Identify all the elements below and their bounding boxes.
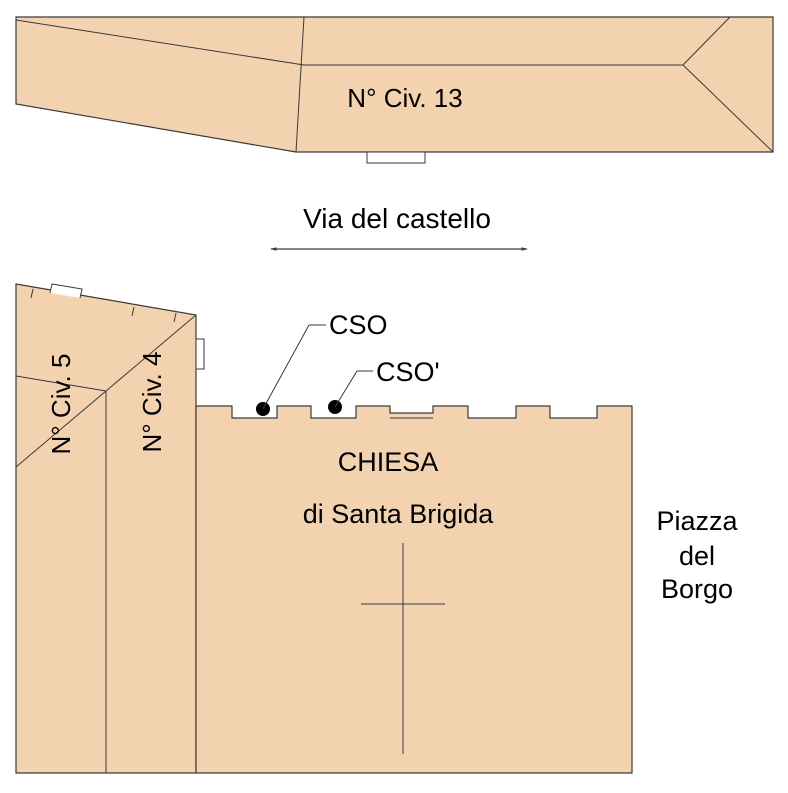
building-divider — [15, 375, 107, 392]
place-piazza-del-borgo: Piazza del Borgo — [656, 506, 738, 604]
building-divider — [105, 314, 197, 392]
building-civ-5-label: N° Civ. 5 — [46, 354, 76, 455]
wall-tick — [131, 306, 135, 317]
point-cso-label: CSO — [329, 310, 388, 340]
point-cso-prime: CSO' — [328, 357, 440, 414]
piazza-label-line-1: Piazza — [656, 506, 738, 536]
street-via-del-castello: Via del castello — [270, 203, 528, 251]
piazza-label-line-3: Borgo — [661, 574, 733, 604]
cross-icon — [361, 543, 445, 754]
wall-tick — [30, 288, 34, 299]
point-cso-prime-leader — [334, 370, 358, 408]
doorstep — [49, 283, 83, 299]
church-subtitle: di Santa Brigida — [303, 499, 495, 529]
church-name: CHIESA — [338, 447, 439, 477]
wall-tick — [173, 312, 177, 323]
roof-line — [295, 16, 305, 153]
piazza-label-line-2: del — [679, 541, 715, 571]
point-cso: CSO — [256, 310, 388, 416]
doorstep — [366, 151, 426, 164]
point-cso-leader — [262, 324, 310, 410]
point-cso-prime-label: CSO' — [376, 357, 440, 387]
church-santa-brigida: CHIESA di Santa Brigida — [195, 405, 633, 774]
roof-line — [682, 64, 774, 153]
street-label-via-del-castello: Via del castello — [303, 203, 491, 234]
building-civ-4-label: N° Civ. 4 — [137, 352, 167, 453]
building-civ-13-label: N° Civ. 13 — [347, 83, 462, 113]
buildings-left: N° Civ. 5 N° Civ. 4 — [15, 283, 205, 774]
roof-line — [682, 16, 731, 66]
church-shape — [195, 405, 633, 774]
building-divider — [15, 390, 107, 468]
roof-line — [15, 19, 305, 66]
doorstep — [195, 338, 205, 370]
building-civ-13-shape — [15, 16, 774, 153]
building-civ-13: N° Civ. 13 — [15, 16, 774, 164]
